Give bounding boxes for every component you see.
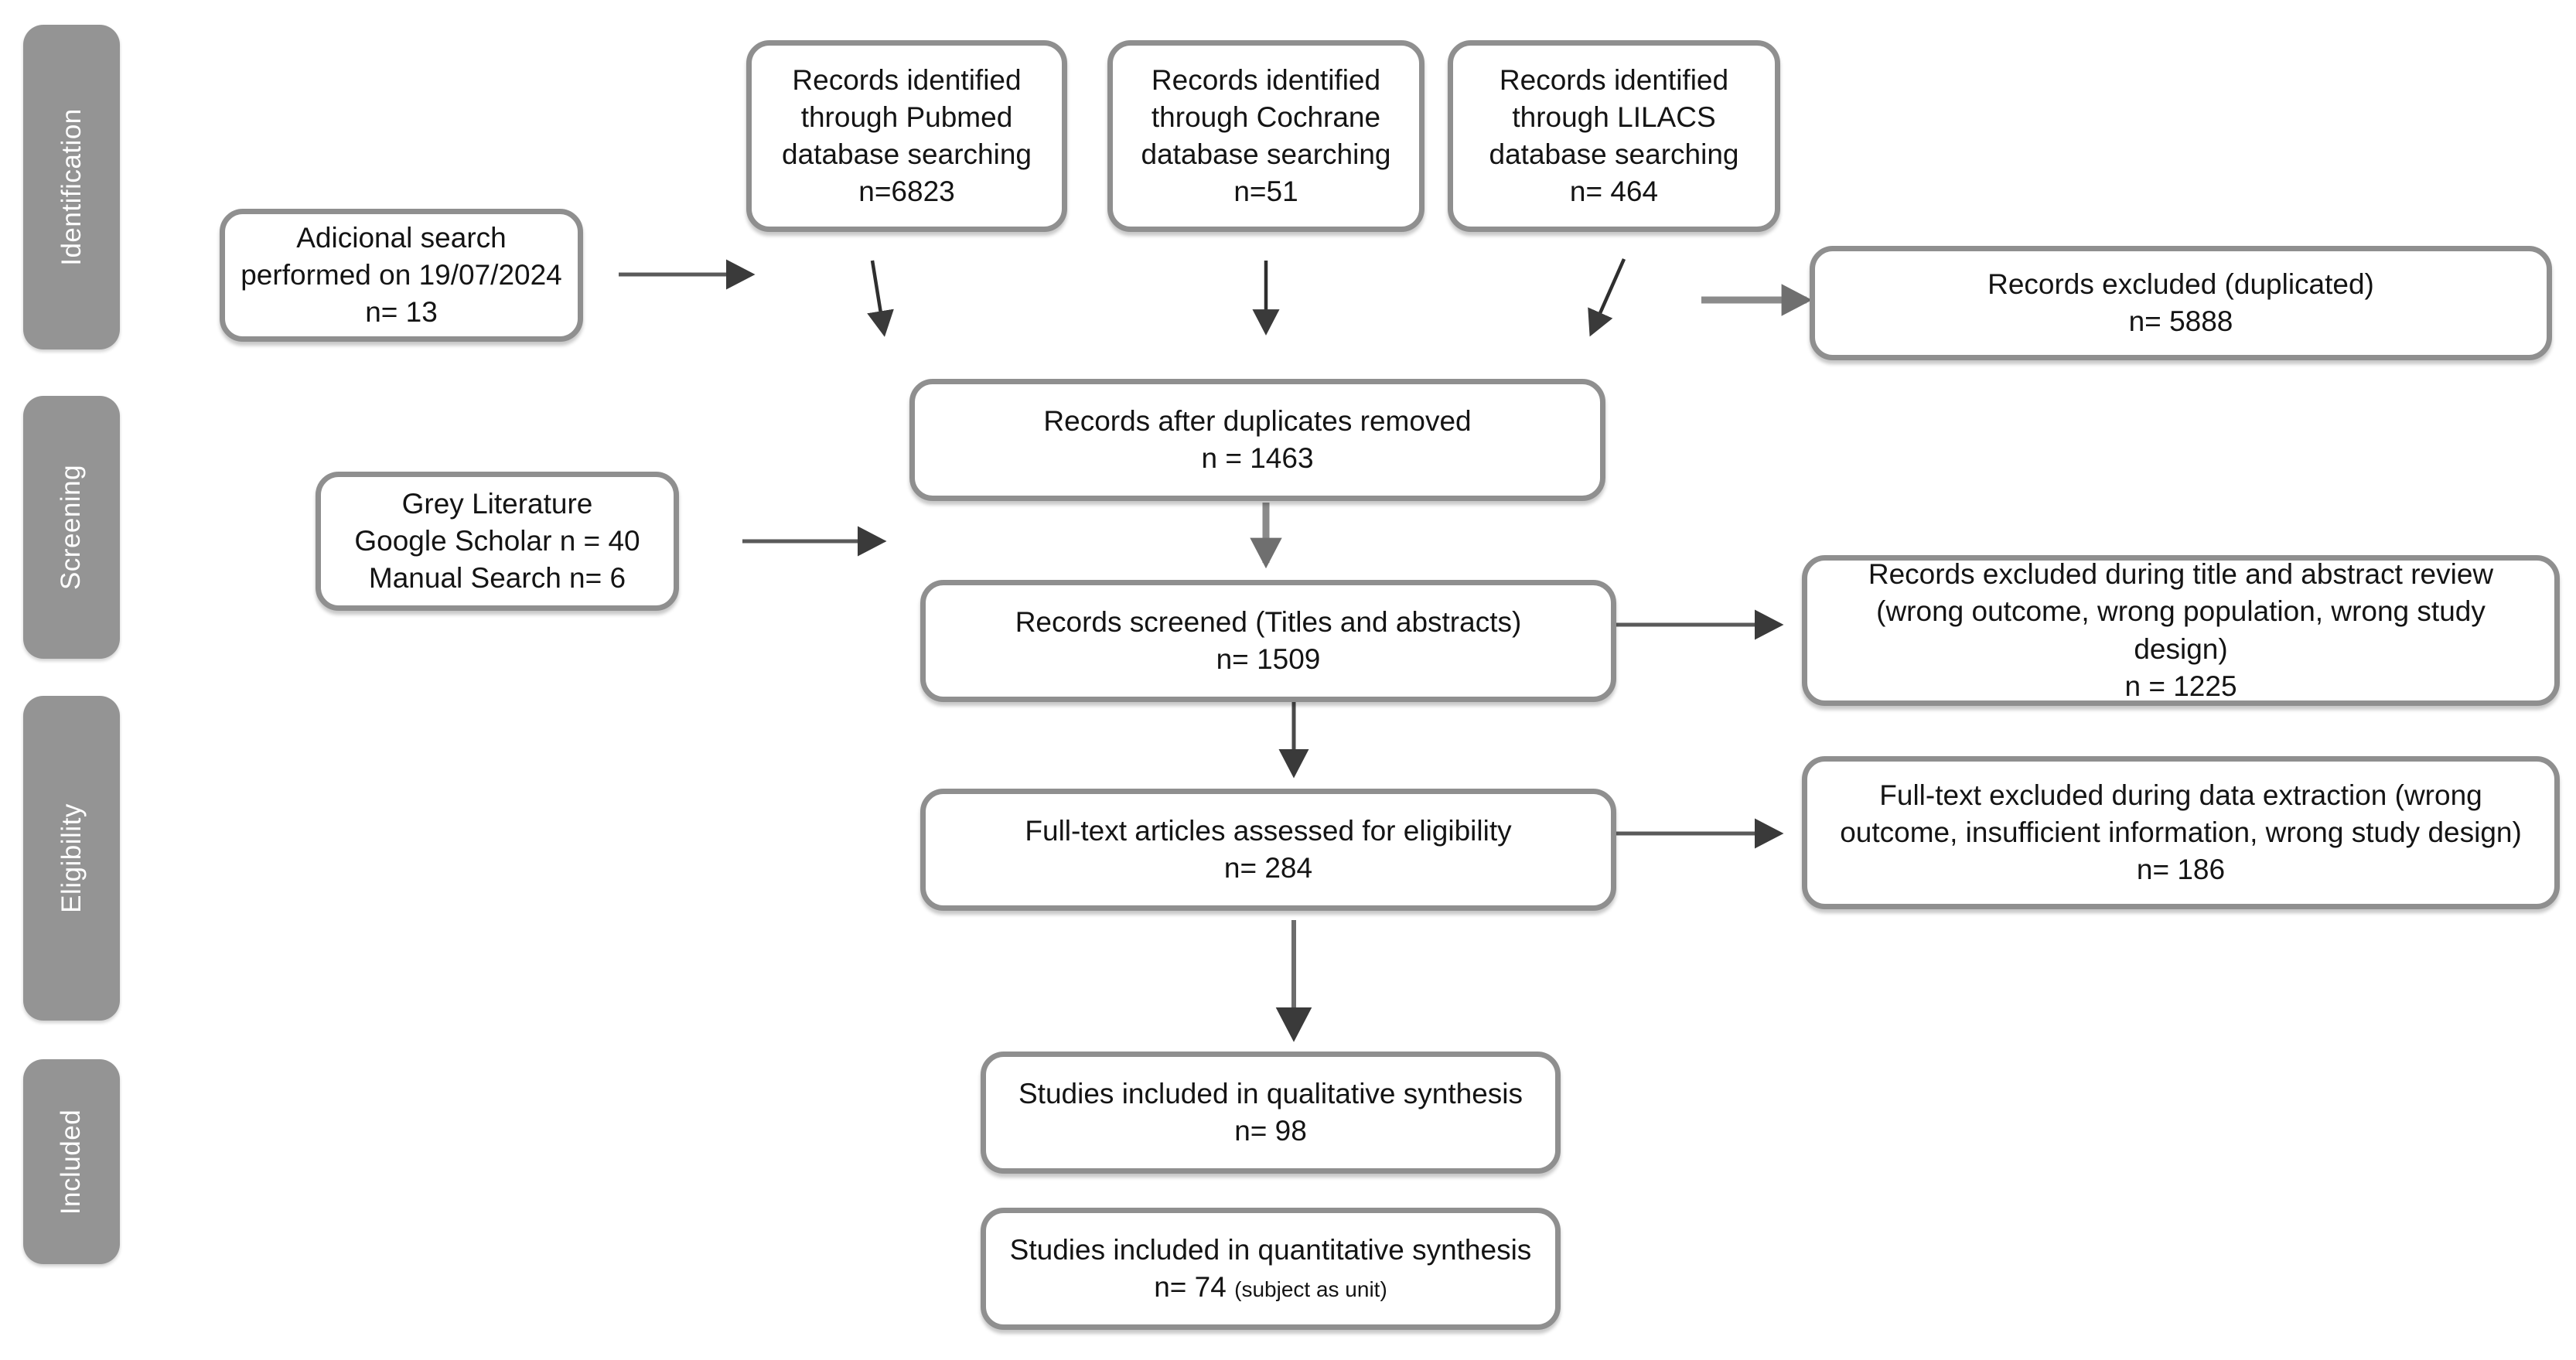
node-line: n= 13 <box>365 296 438 329</box>
node-line: through Cochrane <box>1151 101 1381 133</box>
node-qualitative-synthesis: Studies included in qualitative synthesi… <box>981 1052 1561 1174</box>
node-line: n = 1225 <box>2124 670 2237 702</box>
node-grey-literature: Grey Literature Google Scholar n = 40 Ma… <box>316 472 679 611</box>
node-count-line: n= 74 (subject as unit) <box>1154 1269 1387 1306</box>
node-fulltext-excluded: Full-text excluded during data extractio… <box>1802 756 2560 909</box>
node-records-screened: Records screened (Titles and abstracts) … <box>920 580 1616 702</box>
node-records-excluded-duplicated: Records excluded (duplicated) n= 5888 <box>1810 246 2552 360</box>
node-line: Full-text excluded during data extractio… <box>1840 779 2522 848</box>
phase-label: Identification <box>56 108 87 266</box>
phase-pill-screening: Screening <box>23 396 120 659</box>
node-records-after-duplicates-removed: Records after duplicates removed n = 146… <box>909 379 1605 501</box>
node-count-note: (subject as unit) <box>1234 1277 1387 1301</box>
node-line: database searching <box>782 138 1032 170</box>
node-pubmed: Records identified through Pubmed databa… <box>746 40 1067 232</box>
node-count-value: n= 74 <box>1154 1271 1227 1303</box>
node-line: n= 98 <box>1234 1115 1307 1147</box>
arrow-pubmed-down <box>867 260 894 337</box>
node-line: Studies included in qualitative synthesi… <box>1018 1077 1523 1109</box>
phase-pill-included: Included <box>23 1059 120 1264</box>
node-line: Records excluded (duplicated) <box>1987 268 2374 300</box>
node-line: n = 1463 <box>1201 442 1314 474</box>
node-line: Studies included in quantitative synthes… <box>1009 1233 1532 1266</box>
node-records-excluded-title-abstract: Records excluded during title and abstra… <box>1802 555 2560 706</box>
node-line: through Pubmed <box>800 101 1013 133</box>
node-line: Records screened (Titles and abstracts) <box>1015 605 1522 638</box>
node-line: Grey Literature <box>401 487 593 520</box>
node-line: Records identified <box>1499 63 1729 96</box>
node-line: performed on 19/07/2024 <box>241 258 562 291</box>
node-line: Records excluded during title and abstra… <box>1868 558 2494 665</box>
node-line: Adicional search <box>296 221 507 254</box>
phase-pill-eligibility: Eligibility <box>23 696 120 1021</box>
node-line: n= 464 <box>1569 176 1659 208</box>
node-line: n= 5888 <box>2128 305 2233 337</box>
node-line: n=51 <box>1233 176 1298 208</box>
node-lilacs: Records identified through LILACS databa… <box>1448 40 1780 232</box>
node-line: Google Scholar n = 40 <box>354 524 640 557</box>
node-additional-search: Adicional search performed on 19/07/2024… <box>220 209 583 342</box>
node-fulltext-assessed: Full-text articles assessed for eligibil… <box>920 789 1616 911</box>
node-line: Records identified <box>792 63 1022 96</box>
node-line: n=6823 <box>858 176 955 208</box>
node-line: Records identified <box>1151 63 1381 96</box>
node-line: database searching <box>1489 138 1739 170</box>
node-line: database searching <box>1141 138 1391 170</box>
phase-label: Eligibility <box>56 803 87 913</box>
node-quantitative-synthesis: Studies included in quantitative synthes… <box>981 1208 1561 1330</box>
node-line: n= 1509 <box>1216 643 1321 675</box>
node-line: Manual Search n= 6 <box>368 562 626 595</box>
node-line: n= 186 <box>2136 854 2226 886</box>
node-line: n= 284 <box>1223 852 1313 884</box>
phase-label: Included <box>56 1109 87 1215</box>
node-line: through LILACS <box>1512 101 1716 133</box>
node-line: Records after duplicates removed <box>1043 404 1472 437</box>
arrow-lilacs-down <box>1588 258 1626 337</box>
node-line: Full-text articles assessed for eligibil… <box>1025 814 1512 847</box>
phase-label: Screening <box>56 464 87 591</box>
node-cochrane: Records identified through Cochrane data… <box>1107 40 1424 232</box>
phase-pill-identification: Identification <box>23 25 120 349</box>
